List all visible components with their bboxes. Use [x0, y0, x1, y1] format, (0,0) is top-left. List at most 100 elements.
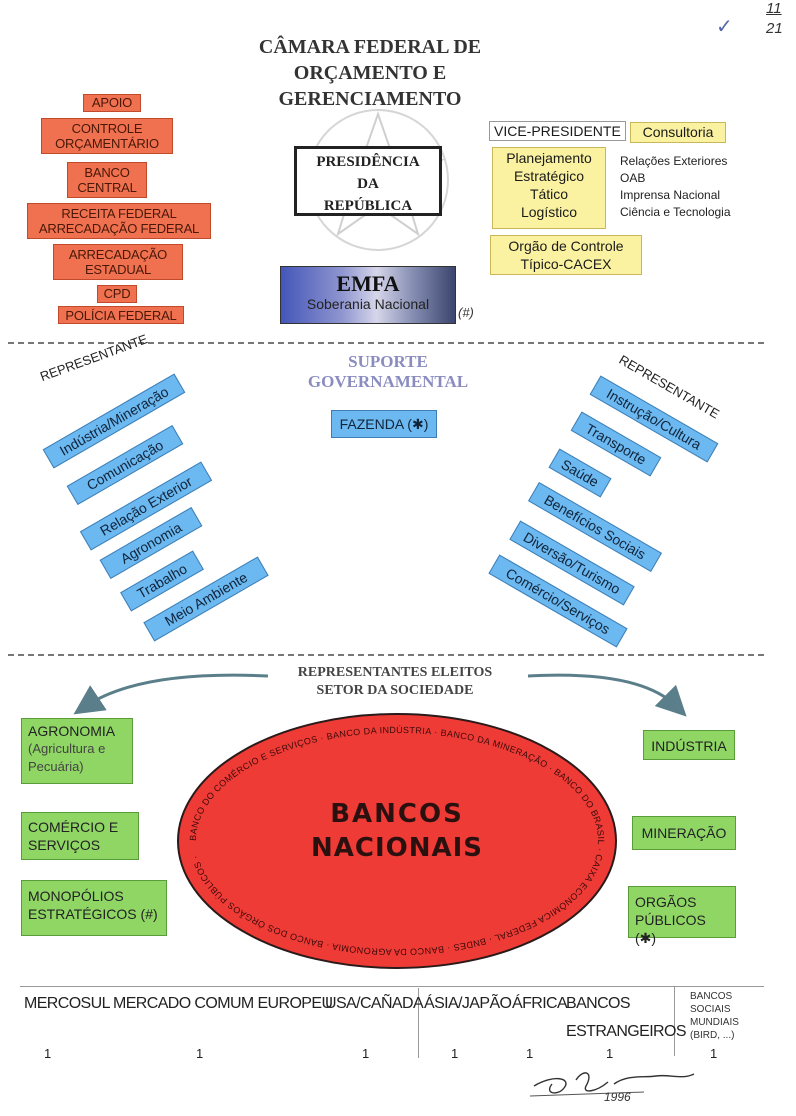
presidencia-box: PRESIDÊNCIA DA REPÚBLICA [294, 146, 442, 216]
suporte-line: GOVERNAMENTAL [307, 372, 469, 391]
label-bancos-sociais-mundiais: BANCOS SOCIAIS MUNDIAIS (BIRD, ...) [690, 990, 739, 1042]
setor-line: AGRONOMIA [28, 723, 116, 739]
box-arrecadacao-estadual: ARRECADAÇÃO ESTADUAL [53, 244, 183, 280]
eleitos-line: SETOR DA SOCIEDADE [316, 683, 474, 698]
label-asia-japao: ÁSIA/JAPÃO [424, 995, 512, 1012]
page-number-bottom: 21 [766, 20, 783, 37]
label-mercosul: MERCOSUL [24, 995, 110, 1012]
curved-arrows [73, 673, 687, 717]
setor-mineracao: MINERAÇÃO [632, 816, 736, 850]
setor-line: SERVIÇOS [28, 837, 101, 853]
box-cpd: CPD [97, 285, 137, 303]
suporte-line: SUPORTE [348, 352, 428, 371]
label-africa: ÁFRICA [512, 995, 568, 1012]
setor-line: ORGÃOS [635, 894, 697, 910]
count-bancos-mundiais: 1 [710, 1046, 718, 1061]
count-usa: 1 [362, 1046, 370, 1061]
bancos-title-line-1: BANCOS [330, 799, 464, 829]
page-title: CÂMARA FEDERAL DE ORÇAMENTO E GERENCIAME… [200, 34, 540, 112]
setor-comercio-servicos: COMÉRCIO E SERVIÇOS [21, 812, 139, 860]
setor-line: COMÉRCIO E [28, 819, 119, 835]
box-label: ARRECADAÇÃO [68, 247, 168, 262]
label-usa-canada: USA/CAÑADA [325, 995, 424, 1012]
relacoes-list: Relações Exteriores OAB Imprensa Naciona… [620, 153, 731, 221]
setor-line: Pecuária) [28, 759, 84, 774]
divider-top [8, 342, 764, 344]
signature-date: 1996 [604, 1090, 631, 1104]
orgao-controle-box: Orgão de Controle Típico-CACEX [490, 235, 642, 275]
box-apoio: APOIO [83, 94, 141, 112]
relacoes-item: Relações Exteriores [620, 154, 728, 168]
label-bancos: BANCOS [566, 995, 631, 1012]
bottom-frame-top [20, 986, 764, 987]
mundiais-line: BANCOS [690, 991, 733, 1002]
emfa-title: EMFA [336, 271, 400, 296]
setor-agronomia: AGRONOMIA (Agricultura e Pecuária) [21, 718, 133, 784]
bancos-title-line-2: NACIONAIS [311, 833, 483, 863]
setor-line: INDÚSTRIA [651, 738, 727, 754]
vice-presidente-box: VICE-PRESIDENTE [489, 121, 626, 141]
box-label: ESTADUAL [84, 262, 152, 277]
setor-line: MINERAÇÃO [641, 825, 727, 841]
count-mce: 1 [196, 1046, 204, 1061]
title-line-3: GERENCIAMENTO [278, 88, 462, 110]
relacoes-item: OAB [620, 171, 646, 185]
box-label: CONTROLE [71, 121, 143, 136]
title-line-1: CÂMARA FEDERAL DE [258, 36, 482, 58]
box-label: POLÍCIA FEDERAL [65, 308, 177, 323]
box-label: RECEITA FEDERAL [61, 206, 177, 221]
consultoria-box: Consultoria [630, 122, 726, 143]
box-policia-federal: POLÍCIA FEDERAL [58, 306, 184, 324]
divider-middle [8, 654, 764, 656]
bottom-separator-2 [674, 986, 675, 1056]
orgao-controle-line: Típico-CACEX [520, 256, 612, 272]
title-line-2: ORÇAMENTO E [293, 62, 447, 84]
setor-line: (Agricultura e [28, 741, 106, 756]
planejamento-line: Planejamento [506, 150, 592, 166]
representantes-eleitos-heading: REPRESENTANTES ELEITOS SETOR DA SOCIEDAD… [270, 664, 520, 700]
setor-line: PÚBLICOS (✱) [635, 912, 706, 946]
page-number-top: 11 [766, 0, 782, 17]
relacoes-item: Imprensa Nacional [620, 188, 721, 202]
mundiais-line: SOCIAIS [690, 1004, 731, 1015]
planejamento-line: Tático [529, 186, 569, 202]
presidencia-line: PRESIDÊNCIA [316, 154, 420, 170]
bancos-nacionais-ellipse: BANCO DO COMÉRCIO E SERVIÇOS · BANCO DA … [177, 713, 617, 969]
box-receita-federal: RECEITA FEDERAL ARRECADAÇÃO FEDERAL [27, 203, 211, 239]
setor-line: ESTRATÉGICOS (#) [28, 906, 158, 922]
handwritten-signature [529, 1072, 695, 1097]
setor-industria: INDÚSTRIA [643, 730, 735, 760]
eleitos-line: REPRESENTANTES ELEITOS [297, 665, 493, 680]
box-apoio-label: APOIO [91, 95, 133, 110]
planejamento-box: Planejamento Estratégico Tático Logístic… [492, 147, 606, 229]
mundiais-line: (BIRD, ...) [690, 1030, 735, 1041]
orgao-controle-line: Orgão de Controle [508, 238, 624, 254]
bottom-separator-1 [418, 988, 419, 1058]
planejamento-line: Logístico [520, 204, 578, 220]
check-mark: ✓ [716, 16, 733, 38]
suporte-governamental-heading: SUPORTE GOVERNAMENTAL [288, 352, 488, 392]
emfa-subtitle: Soberania Nacional [306, 296, 430, 312]
box-label: CENTRAL [77, 180, 137, 195]
mundiais-line: MUNDIAIS [690, 1017, 739, 1028]
box-label: CPD [103, 286, 131, 301]
presidencia-line: REPÚBLICA [323, 198, 413, 214]
label-estrangeiros: ESTRANGEIROS [566, 1023, 687, 1040]
count-africa: 1 [526, 1046, 534, 1061]
fazenda-box: FAZENDA (✱) [331, 410, 437, 438]
box-controle-orcamentario: CONTROLE ORÇAMENTÁRIO [41, 118, 173, 154]
planejamento-line: Estratégico [513, 168, 585, 184]
box-label: BANCO [84, 165, 130, 180]
label-mercado-comum-europeu: MERCADO COMUM EUROPEU [113, 995, 333, 1012]
setor-line: MONOPÓLIOS [28, 888, 124, 904]
emfa-box: EMFA Soberania Nacional [280, 266, 456, 324]
count-mercosul: 1 [44, 1046, 52, 1061]
setor-orgaos-publicos: ORGÃOS PÚBLICOS (✱) [628, 886, 736, 946]
box-label: ORÇAMENTÁRIO [55, 136, 159, 151]
presidencia-line: DA [357, 176, 379, 192]
box-label: ARRECADAÇÃO FEDERAL [38, 221, 200, 236]
relacoes-item: Ciência e Tecnologia [620, 205, 731, 219]
count-bancos-estrangeiros: 1 [606, 1046, 614, 1061]
setor-monopolios-estrategicos: MONOPÓLIOS ESTRATÉGICOS (#) [21, 880, 167, 936]
count-asia: 1 [451, 1046, 459, 1061]
